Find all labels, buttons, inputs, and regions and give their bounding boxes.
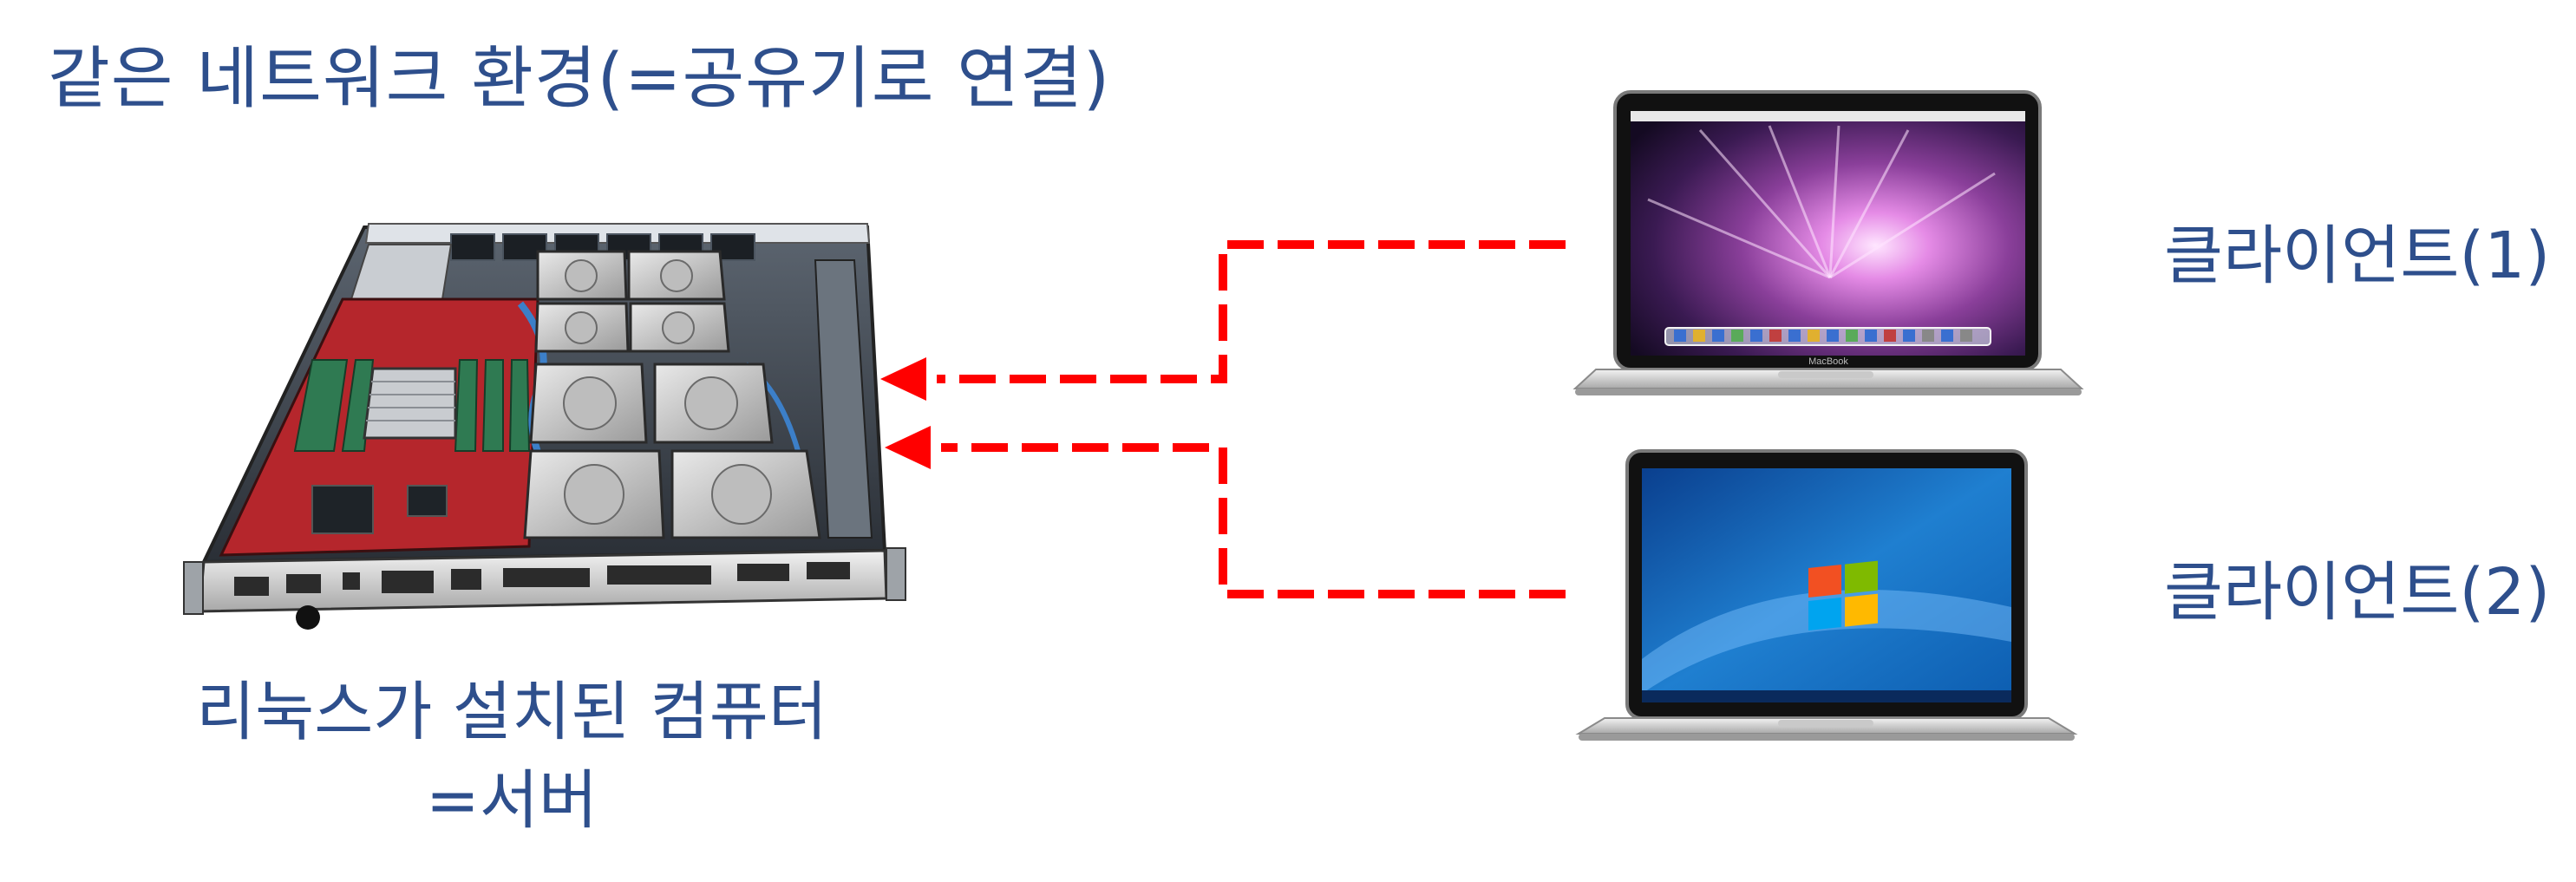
client-2-laptop-image xyxy=(1575,449,2078,741)
client-1-label: 클라이언트(1) xyxy=(2164,219,2551,293)
client-2-label: 클라이언트(2) xyxy=(2164,555,2551,630)
diagram-title: 같은 네트워크 환경(=공유기로 연결) xyxy=(48,40,1111,118)
connection-line-client-1 xyxy=(937,240,1566,383)
windows-logo-icon xyxy=(1808,560,1878,630)
arrowhead-client-1 xyxy=(880,357,926,401)
server-image xyxy=(183,223,906,630)
server-caption-line-2: =서버 xyxy=(425,763,598,838)
client-1-laptop-image: MacBook xyxy=(1572,90,2084,395)
laptop-badge-text: MacBook xyxy=(1808,356,1848,367)
server-caption: 리눅스가 설치된 컴퓨터 =서버 xyxy=(113,668,911,845)
arrowhead-client-2 xyxy=(885,426,931,469)
server-caption-line-1: 리눅스가 설치된 컴퓨터 xyxy=(196,675,827,749)
connection-line-client-2 xyxy=(941,443,1566,598)
